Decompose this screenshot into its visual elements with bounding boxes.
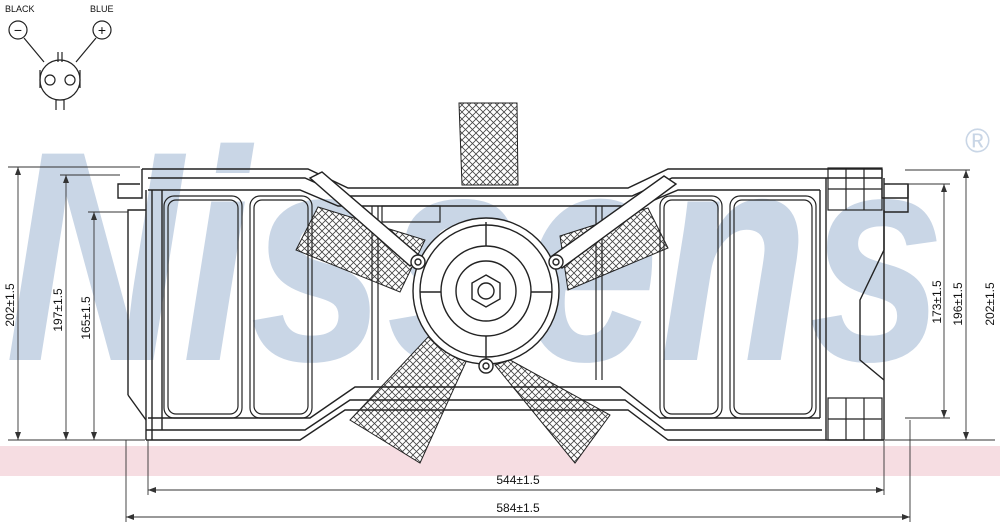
dim-right-196: 196±1.5 [951, 282, 965, 326]
minus-terminal-icon [8, 20, 28, 40]
panel-left [163, 195, 243, 419]
motor-hub [410, 217, 564, 374]
inner-panels [163, 195, 817, 419]
panel-right-center [659, 195, 723, 419]
minus-symbol: − [14, 22, 22, 38]
dim-left-165: 165±1.5 [79, 296, 93, 340]
connector-blue-label: BLUE [90, 4, 114, 14]
fan-blade-top [458, 102, 519, 186]
dim-left-outer-202: 202±1.5 [3, 283, 17, 327]
dimension-lines [8, 166, 995, 522]
dim-right-outer-202: 202±1.5 [983, 282, 997, 326]
watermark-registered-mark: ® [965, 122, 990, 160]
plus-terminal-icon [92, 20, 112, 40]
fan-blades [295, 102, 669, 464]
panel-right [729, 195, 817, 419]
plus-symbol: + [98, 22, 106, 38]
connector-black-label: BLACK [5, 4, 35, 14]
motor-struts [308, 171, 678, 269]
base-band [0, 446, 1000, 476]
shroud-frame [117, 168, 909, 441]
corner-brackets [827, 167, 883, 441]
dim-width-584: 584±1.5 [496, 501, 540, 515]
dim-right-173: 173±1.5 [930, 280, 944, 324]
connector-detail [8, 20, 112, 110]
dim-width-544: 544±1.5 [496, 473, 540, 487]
dim-left-197: 197±1.5 [51, 288, 65, 332]
panel-left-center [249, 195, 313, 419]
